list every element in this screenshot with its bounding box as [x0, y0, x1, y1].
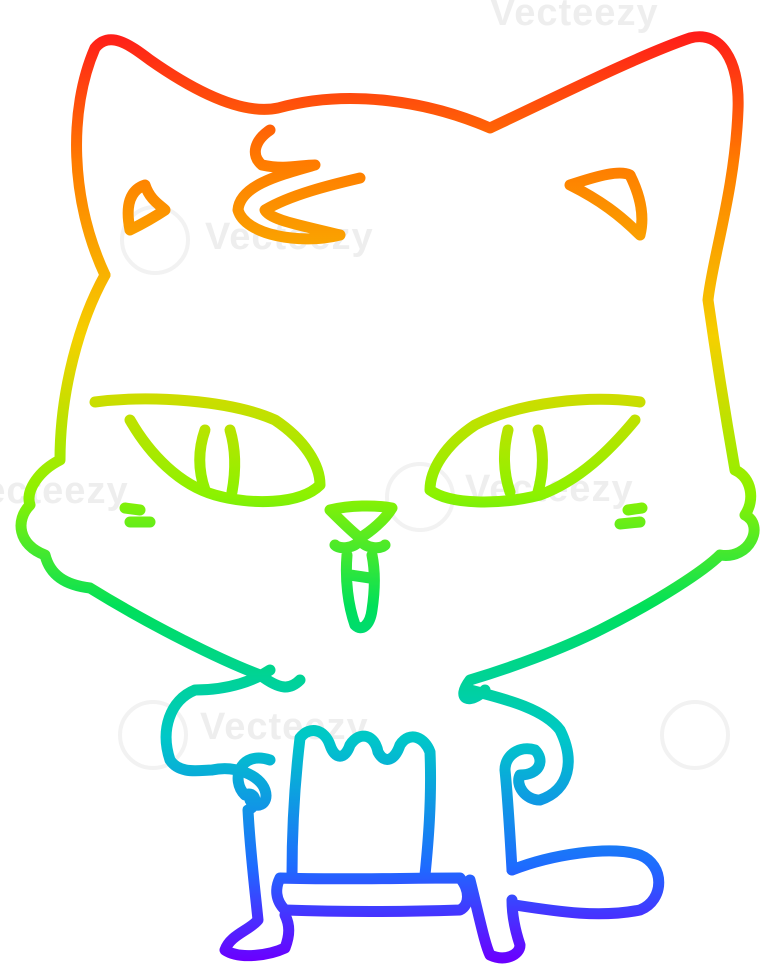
cat-legs [271, 872, 526, 964]
cat-torso [286, 725, 437, 881]
cat-right-eye [424, 393, 646, 508]
cat-right-arm [464, 684, 574, 876]
cat-left-eye-pupil [194, 424, 241, 498]
cat-right-inner-ear [564, 167, 648, 241]
cat-nose [324, 500, 398, 544]
cat-left-inner-ear [122, 179, 171, 236]
cat-right-cheek-marks [614, 502, 648, 530]
cat-head-outline-left [15, 269, 306, 693]
cat-body [160, 664, 276, 811]
cat-left-cheek-marks [119, 502, 156, 528]
cat-left-arm [219, 752, 295, 962]
cat-hair-tuft [232, 124, 366, 245]
cat-tail [506, 845, 665, 920]
cat-mouth [329, 534, 391, 634]
cat-head-outline [71, 31, 760, 705]
cat-right-eye-pupil [499, 424, 548, 498]
cat-left-eye [89, 393, 326, 507]
